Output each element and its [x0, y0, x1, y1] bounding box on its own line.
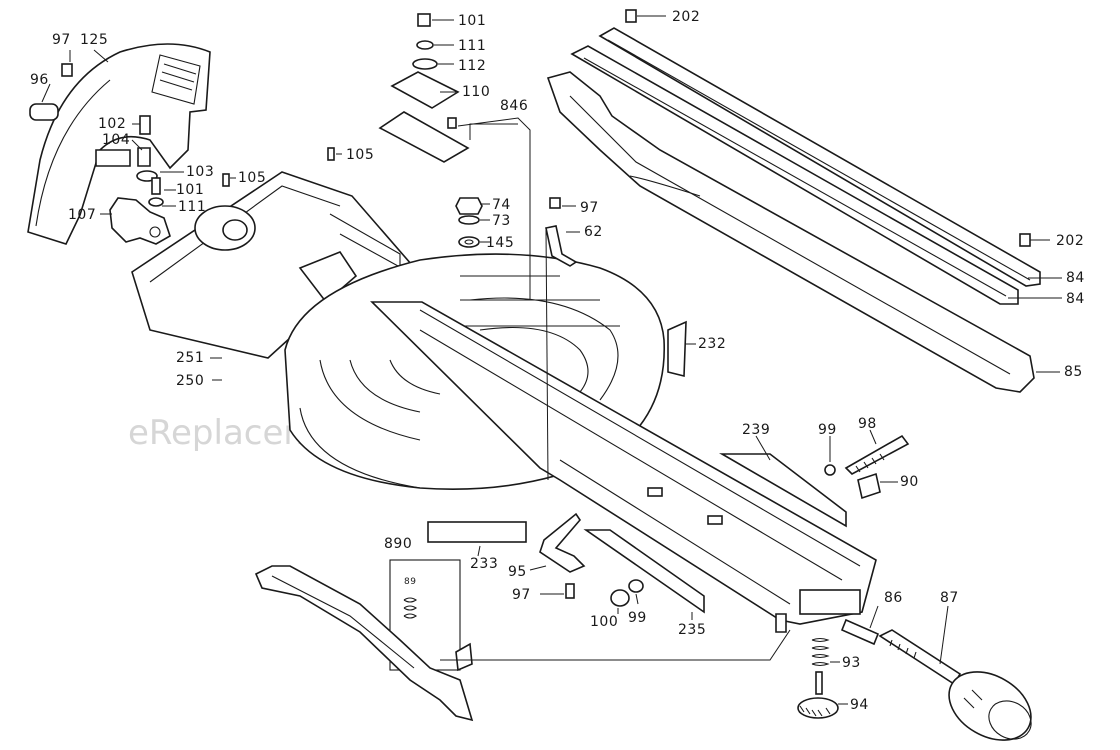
spring-93: [811, 637, 830, 667]
label-97-bracket: 97: [580, 200, 599, 216]
label-250: 250: [176, 373, 204, 389]
label-846: 846: [500, 98, 528, 114]
label-111-guard: 111: [178, 199, 206, 215]
label-98: 98: [858, 416, 877, 432]
label-74: 74: [492, 197, 511, 213]
label-232: 232: [698, 336, 726, 352]
label-251: 251: [176, 350, 204, 366]
washer-99: [824, 464, 836, 476]
linkage-line: [440, 629, 791, 661]
part-labels: 101 111 112 110 846 202 202 97 125 96 10…: [30, 9, 1085, 713]
rod-86: [840, 618, 880, 646]
foot-94: [797, 671, 839, 719]
blade-guard-125: [27, 43, 211, 245]
bracket-95: [539, 512, 644, 607]
bolt-98: [844, 434, 910, 475]
label-233: 233: [470, 556, 498, 572]
label-145: 145: [486, 235, 514, 251]
label-97-lower: 97: [512, 587, 531, 603]
label-96: 96: [30, 72, 49, 88]
label-89: 89: [404, 577, 416, 587]
label-93: 93: [842, 655, 861, 671]
plate-stack: [222, 13, 470, 187]
label-85: 85: [1064, 364, 1083, 380]
label-890: 890: [384, 536, 412, 552]
fence-85: [546, 71, 1035, 393]
label-105-right: 105: [346, 147, 374, 163]
label-104: 104: [102, 132, 130, 148]
label-112: 112: [458, 58, 486, 74]
label-97-guard: 97: [52, 32, 71, 48]
label-202-right: 202: [1056, 233, 1084, 249]
label-84-upper: 84: [1066, 270, 1085, 286]
label-87: 87: [940, 590, 959, 606]
fence-84-lower: [570, 45, 1031, 305]
label-94: 94: [850, 697, 869, 713]
label-103: 103: [186, 164, 214, 180]
label-95: 95: [508, 564, 527, 580]
link-107: [109, 197, 171, 245]
label-102: 102: [98, 116, 126, 132]
bracket-62: [545, 197, 578, 267]
label-101: 101: [458, 13, 486, 29]
guard-screws-97-102-104: [61, 63, 164, 207]
label-86: 86: [884, 590, 903, 606]
label-73: 73: [492, 213, 511, 229]
label-110: 110: [462, 84, 490, 100]
label-100: 100: [590, 614, 618, 630]
shaft-96: [29, 103, 131, 167]
label-235: 235: [678, 622, 706, 638]
label-62: 62: [584, 224, 603, 240]
label-84-lower: 84: [1066, 291, 1085, 307]
label-125: 125: [80, 32, 108, 48]
table-extension: [370, 301, 877, 633]
label-101-guard: 101: [176, 182, 204, 198]
label-239: 239: [742, 422, 770, 438]
label-107: 107: [68, 207, 96, 223]
clip-90: [857, 472, 881, 500]
leader-lines: [41, 15, 1062, 705]
label-plates: [427, 320, 847, 614]
handle-lever: [254, 565, 474, 722]
knob-87: [878, 629, 1032, 741]
label-105-left: 105: [238, 170, 266, 186]
label-111: 111: [458, 38, 486, 54]
label-202-top: 202: [672, 9, 700, 25]
label-99-right: 99: [818, 422, 837, 438]
label-99-lower: 99: [628, 610, 647, 626]
label-90: 90: [900, 474, 919, 490]
table-hardware: [455, 197, 483, 248]
